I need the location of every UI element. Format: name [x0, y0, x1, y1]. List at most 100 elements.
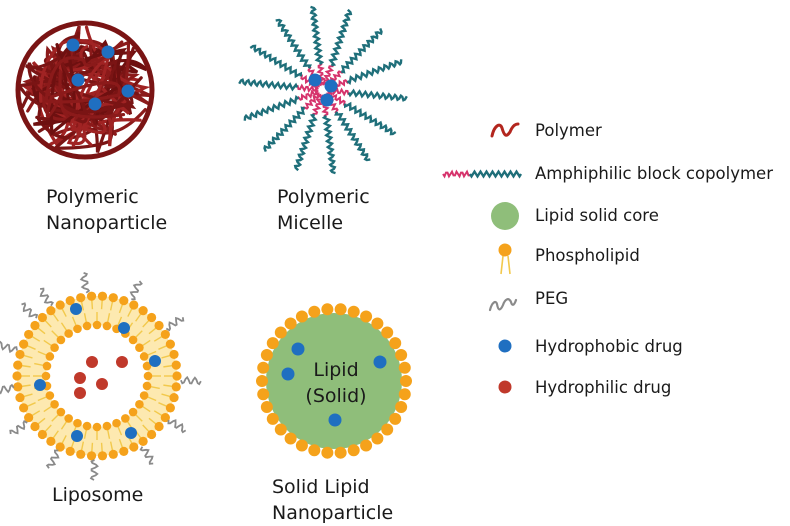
phospholipid-head	[257, 361, 270, 374]
phospholipid-head	[13, 360, 23, 370]
copolymer-hydrophilic-block	[321, 114, 337, 175]
phospholipid-head	[160, 329, 170, 340]
phospholipid-head	[308, 305, 321, 318]
label-line: Lipid	[313, 359, 359, 381]
hydrophilic-drug	[86, 356, 98, 368]
phospholipid-head	[12, 371, 22, 381]
copolymer-hydrophilic-block	[346, 59, 403, 86]
phospholipid-head	[76, 449, 86, 459]
phospholipid-head	[308, 444, 321, 457]
peg-icon	[488, 298, 518, 312]
hydrophilic-drug	[74, 387, 86, 399]
phospholipid-icon	[500, 255, 504, 275]
label-line: Liposome	[52, 484, 144, 506]
phospholipid-head	[119, 296, 129, 306]
phospholipid-head	[42, 361, 52, 371]
copolymer-hydrophilic-block	[309, 5, 325, 66]
phospholipid-head	[82, 421, 92, 431]
hydrophobic-drug	[71, 73, 85, 87]
phospholipid-head	[139, 352, 149, 361]
liposome-graphic	[0, 272, 202, 481]
phospholipid-head	[108, 293, 118, 303]
hydrophobic-drug	[373, 355, 387, 369]
phospholipid-head	[147, 312, 157, 323]
legend-label-polymer: Polymer	[535, 121, 602, 140]
legend-label-peg: PEG	[535, 289, 569, 308]
phospholipid-head	[165, 339, 175, 349]
phospholipid-icon	[498, 243, 512, 257]
hydrophobic-drug	[149, 355, 161, 367]
polymeric-nanoparticle-graphic	[15, 20, 155, 160]
phospholipid-icon	[507, 255, 511, 275]
phospholipid-head	[169, 392, 179, 403]
phospholipid-head	[381, 423, 394, 436]
hydrophobic-drug	[121, 84, 135, 98]
copolymer-hydrophilic-block	[238, 78, 299, 92]
copolymer-hydrophilic-block	[347, 88, 408, 102]
phospholipid-head	[97, 451, 108, 461]
phospholipid-head	[64, 414, 73, 423]
phospholipid-head	[389, 412, 402, 425]
phospholipid-head	[274, 423, 287, 436]
lipid-core-label: Lipid (Solid)	[296, 357, 376, 409]
hydrophobic-drug	[34, 379, 46, 391]
phospholipid-head	[82, 321, 92, 331]
phospholipid-head	[128, 407, 138, 417]
phospholipid-head	[142, 381, 152, 391]
bilayer-band	[17, 296, 177, 456]
legend-label-hydrophilic-drug: Hydrophilic drug	[535, 378, 672, 397]
phospholipid-head	[24, 412, 34, 423]
phospholipid-head	[15, 349, 25, 360]
phospholipid-head	[389, 337, 402, 350]
copolymer-hydrophilic-block	[328, 8, 353, 67]
peg-chain	[139, 446, 154, 465]
phospholipid-head	[119, 446, 129, 456]
label-line: Polymeric	[46, 186, 139, 208]
phospholipid-head	[41, 371, 51, 381]
label-line: Polymeric	[277, 186, 370, 208]
phospholipid-head	[138, 306, 148, 316]
phospholipid-head	[24, 329, 34, 340]
copolymer-hydrophobic-block	[302, 91, 320, 110]
phospholipid-head	[128, 335, 138, 345]
polymeric-micelle-graphic	[238, 5, 408, 175]
phospholipid-head	[266, 337, 279, 350]
phospholipid-head	[102, 321, 112, 331]
phospholipid-head	[30, 421, 40, 432]
phospholipid-head	[92, 422, 102, 432]
phospholipid-head	[395, 401, 408, 414]
solid-lipid-nanoparticle-graphic	[256, 303, 412, 459]
lipid-core-icon	[491, 202, 519, 230]
hydrophilic-drug	[116, 356, 128, 368]
phospholipid-head	[129, 442, 139, 452]
peg-chain	[167, 419, 187, 434]
peg-chain	[165, 316, 185, 332]
peg-chain	[9, 419, 28, 435]
hydrophobic-drug	[308, 73, 322, 87]
phospholipid-head	[129, 300, 139, 310]
phospholipid-head	[139, 391, 149, 400]
phospholipid-head	[112, 418, 121, 428]
peg-chain	[0, 340, 18, 354]
phospholipid-head	[143, 371, 153, 381]
hydrophobic-drug	[88, 97, 102, 111]
phospholipid-head	[295, 310, 308, 323]
hydrophobic-drug	[118, 322, 130, 334]
peg-chain	[39, 287, 54, 307]
phospholipid-head	[400, 375, 412, 387]
amphiphilic-copolymer-icon	[468, 169, 523, 179]
phospholipid-head	[97, 291, 108, 301]
phospholipid-head	[160, 412, 170, 423]
peg-chain	[180, 375, 202, 386]
legend-label-phospholipid: Phospholipid	[535, 246, 640, 265]
hydrophilic-drug	[96, 378, 108, 390]
phospholipid-head	[19, 339, 29, 349]
phospholipid-head	[46, 306, 56, 316]
phospholipid-head	[398, 361, 411, 374]
phospholipid-head	[334, 303, 347, 316]
polymer-strand	[44, 40, 126, 119]
phospholipid-head	[102, 421, 112, 431]
hydrophobic-drug	[281, 367, 295, 381]
peg-chain	[89, 459, 99, 481]
